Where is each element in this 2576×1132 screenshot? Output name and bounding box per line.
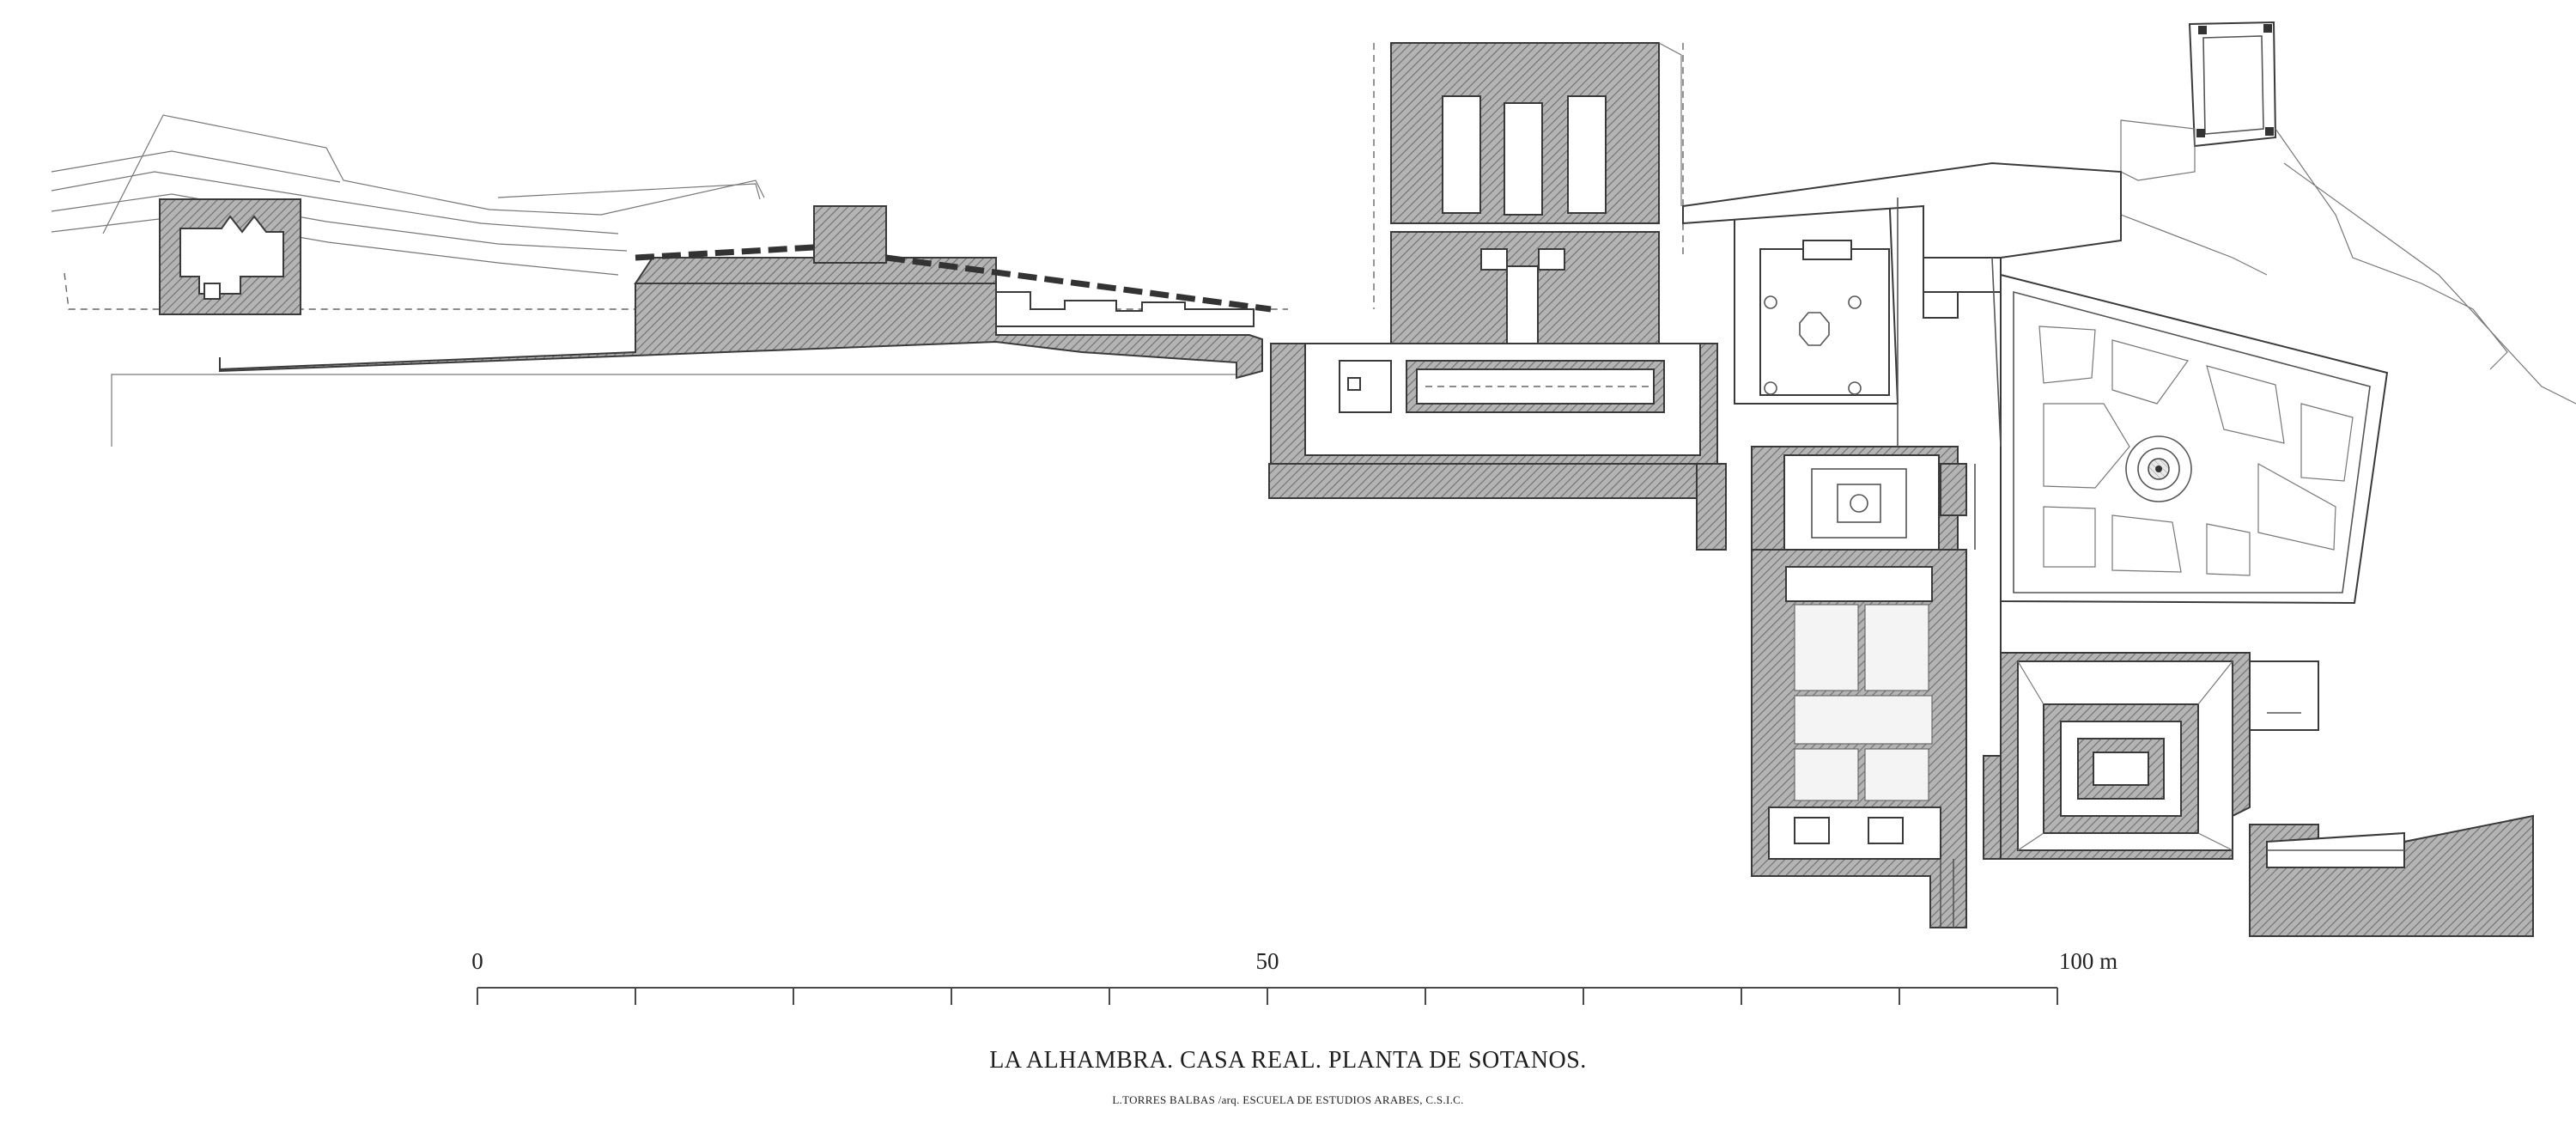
plan-credit: L.TORRES BALBAS /arq. ESCUELA DE ESTUDIO…	[1112, 1093, 1464, 1106]
north-east-tower	[2120, 21, 2576, 405]
southern-wall	[219, 205, 1272, 380]
upper-connecting-rooms	[1682, 161, 2122, 447]
terrain-contours	[51, 114, 1288, 447]
garden-parterre	[2000, 273, 2389, 605]
scale-ticks	[477, 988, 2058, 1005]
scale-label-0: 0	[471, 948, 483, 974]
south-east-court	[2000, 601, 2319, 860]
central-court	[1751, 446, 1976, 551]
scale-label-50: 50	[1256, 948, 1279, 974]
west-tower	[159, 198, 301, 315]
court-of-the-octagon	[1734, 187, 1899, 405]
baths-block	[1751, 549, 2002, 928]
scale-label-100: 100 m	[2059, 948, 2117, 974]
south-east-block	[2249, 814, 2534, 937]
scale-bar: 0 50 100 m	[471, 948, 2117, 1005]
plan-title: LA ALHAMBRA. CASA REAL. PLANTA DE SOTANO…	[989, 1047, 1587, 1074]
west-corridor-block	[1268, 343, 1727, 551]
